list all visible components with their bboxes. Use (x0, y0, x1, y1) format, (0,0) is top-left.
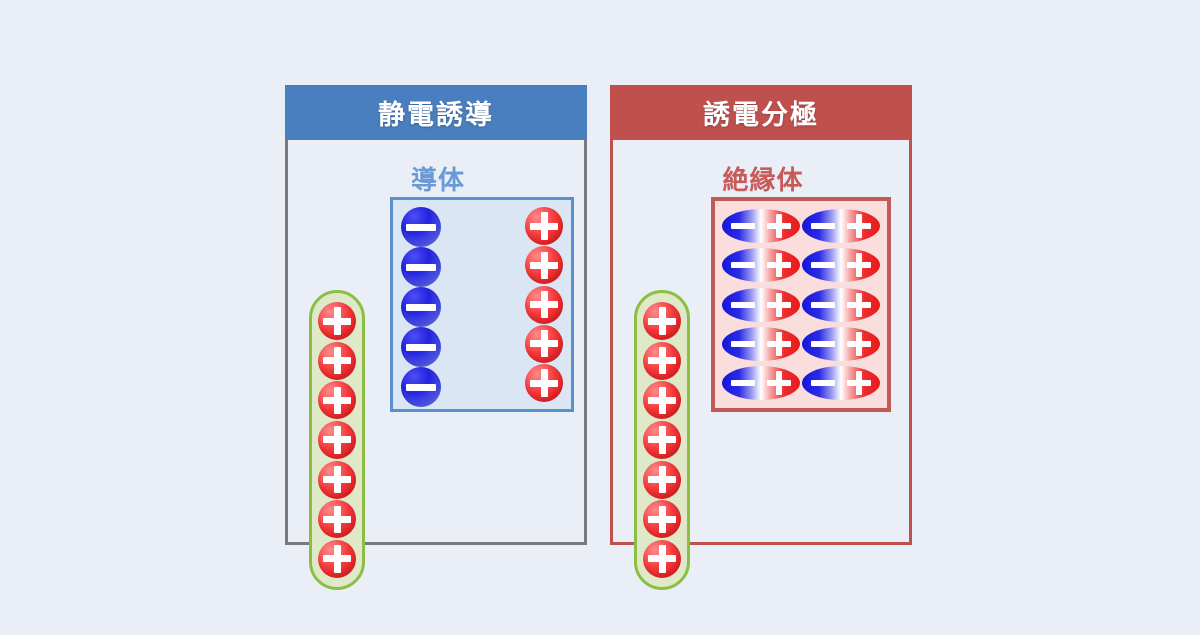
dipole-positive-end-icon (767, 223, 791, 229)
negative-charge-icon (401, 207, 441, 247)
dipole-negative-end-icon (731, 223, 755, 229)
panel-dielectric-polarization: 誘電分極 絶縁体 (610, 85, 912, 590)
dipole-negative-end-icon (811, 301, 835, 308)
positive-charge-icon (643, 381, 681, 420)
negative-charge-icon (401, 367, 441, 407)
negative-charge-icon (401, 327, 441, 367)
dipole-row (722, 287, 880, 322)
panel-body-polarization: 絶縁体 (610, 140, 912, 590)
positive-charge-icon (643, 302, 681, 340)
positive-charge-icon (318, 500, 356, 539)
positive-charge-icon (525, 364, 563, 402)
dipole-negative-end-icon (731, 262, 755, 269)
dipole-icon (802, 209, 880, 243)
positive-charge-icon (318, 420, 356, 459)
insulator-box (711, 197, 891, 412)
dipole-negative-end-icon (811, 223, 835, 229)
dipole-negative-end-icon (731, 340, 755, 347)
dipole-icon (722, 287, 800, 322)
dipole-positive-end-icon (767, 340, 791, 347)
dipole-icon (802, 366, 880, 400)
positive-charge-icon (525, 324, 563, 363)
dipole-icon (802, 248, 880, 283)
positive-charge-icon (525, 246, 563, 285)
panel-body-induction: 導体 (285, 140, 587, 590)
dipole-icon (802, 326, 880, 361)
positive-charge-icon (318, 539, 356, 578)
positive-charge-icon (318, 460, 356, 499)
dipole-row (722, 366, 880, 400)
positive-charge-icon (643, 539, 681, 578)
panel-header-polarization: 誘電分極 (610, 85, 912, 140)
positive-charge-icon (525, 207, 563, 245)
positive-charge-icon (643, 420, 681, 459)
conductor-box (390, 197, 574, 412)
charged-rod-left (309, 290, 365, 590)
panel-header-induction: 静電誘導 (285, 85, 587, 140)
negative-charge-icon (401, 247, 441, 287)
dipole-positive-end-icon (767, 262, 791, 269)
conductor-negative-column (401, 207, 441, 407)
dipole-positive-end-icon (847, 301, 871, 308)
positive-charge-icon (643, 500, 681, 539)
dipole-icon (802, 287, 880, 322)
positive-charge-icon (318, 381, 356, 420)
dipole-positive-end-icon (767, 301, 791, 308)
dipole-negative-end-icon (811, 262, 835, 269)
dipole-row (722, 209, 880, 243)
material-label-insulator: 絶縁体 (722, 166, 804, 196)
charged-rod-right (634, 290, 690, 590)
dipole-positive-end-icon (847, 380, 871, 386)
material-label-conductor: 導体 (410, 166, 465, 196)
dipole-row (722, 326, 880, 361)
positive-charge-icon (643, 460, 681, 499)
dipole-positive-end-icon (847, 340, 871, 347)
dipole-icon (722, 209, 800, 243)
conductor-positive-column (525, 207, 563, 402)
negative-charge-icon (401, 287, 441, 327)
dipole-icon (722, 248, 800, 283)
dipole-positive-end-icon (847, 223, 871, 229)
dipole-negative-end-icon (731, 380, 755, 386)
dipole-negative-end-icon (811, 380, 835, 386)
positive-charge-icon (643, 341, 681, 380)
dipole-negative-end-icon (811, 340, 835, 347)
dipole-row (722, 248, 880, 283)
dipole-icon (722, 366, 800, 400)
dipole-positive-end-icon (847, 262, 871, 269)
dipole-icon (722, 326, 800, 361)
positive-charge-icon (525, 285, 563, 324)
panel-electrostatic-induction: 静電誘導 導体 (285, 85, 587, 590)
dipole-positive-end-icon (767, 380, 791, 386)
positive-charge-icon (318, 302, 356, 340)
positive-charge-icon (318, 341, 356, 380)
dipole-negative-end-icon (731, 301, 755, 308)
